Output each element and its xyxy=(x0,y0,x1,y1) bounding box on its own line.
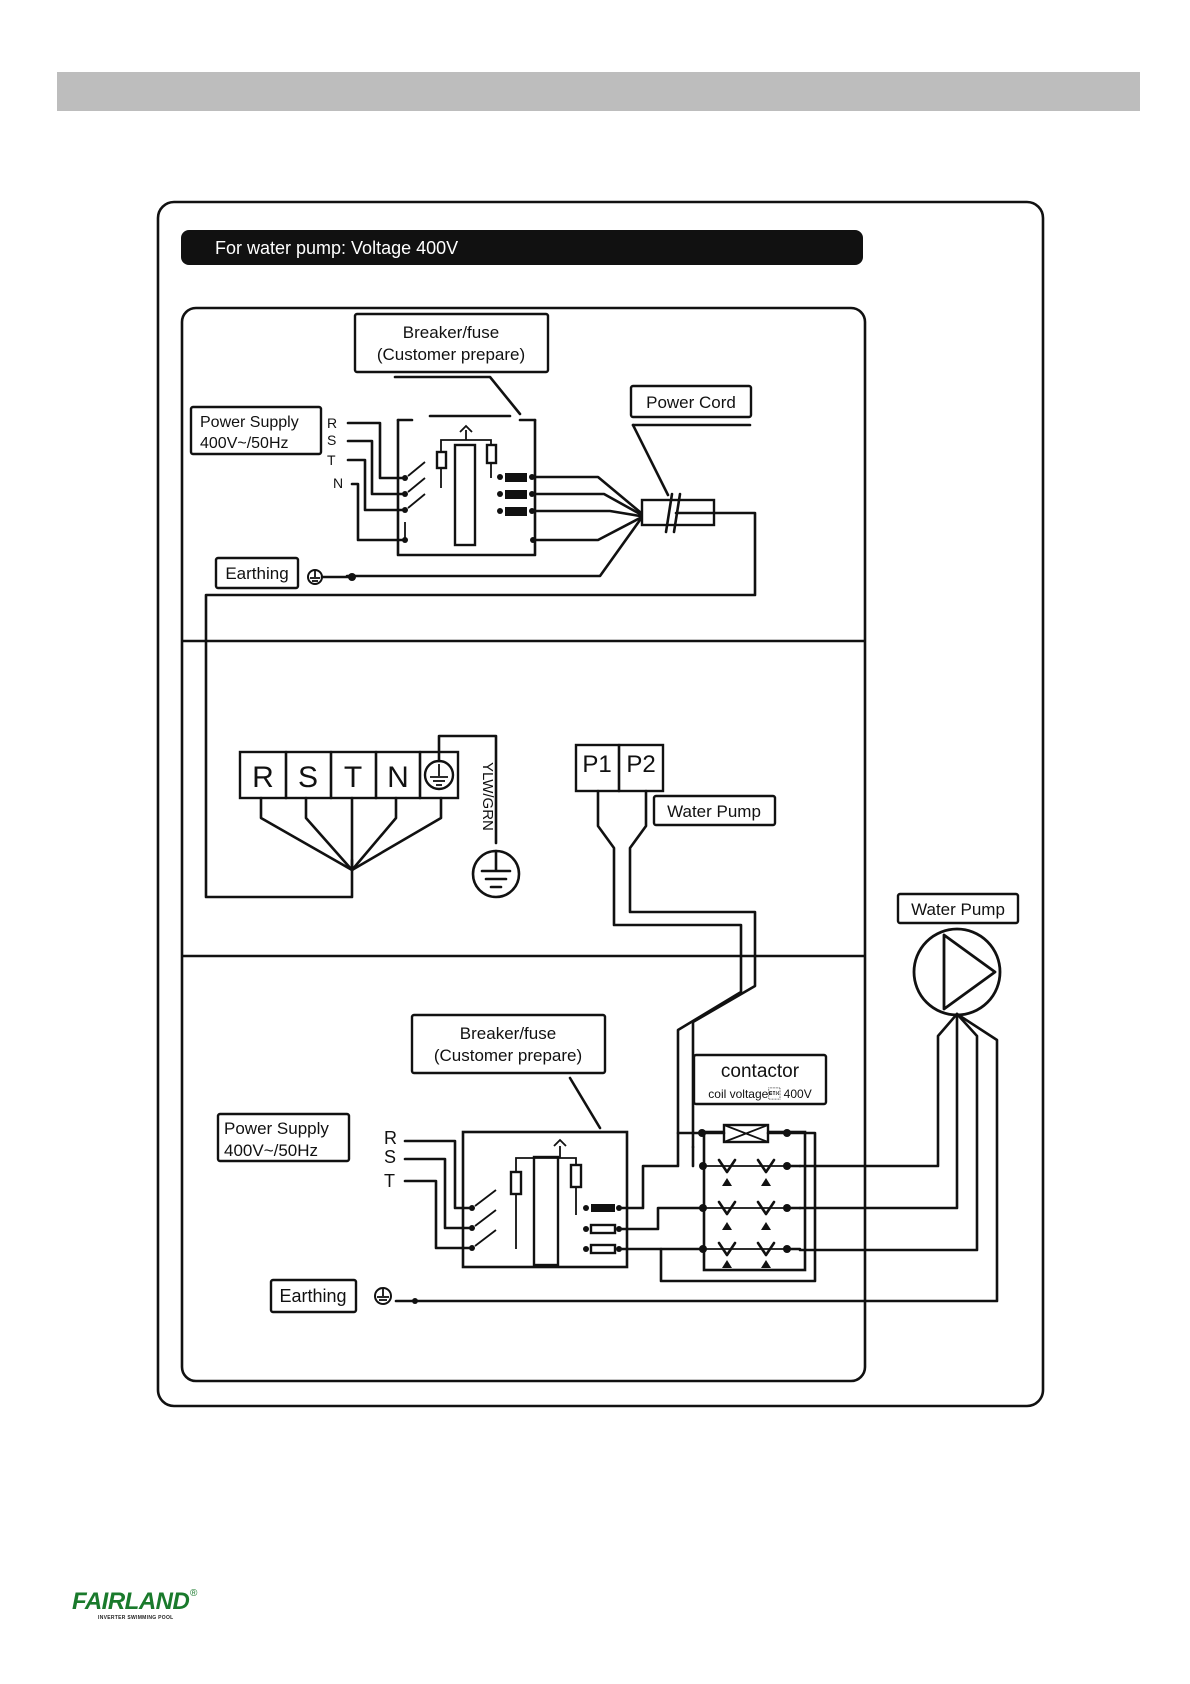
bottom-phase-t: T xyxy=(384,1171,395,1191)
svg-text:coil voltage 400V: coil voltage 400V xyxy=(708,1087,811,1101)
top-power-supply-label: Power Supply 400V~/50Hz xyxy=(191,407,321,454)
svg-text:contactor: contactor xyxy=(721,1061,800,1082)
top-earthing-label: Earthing xyxy=(216,558,298,588)
top-phase-r: R xyxy=(327,415,337,431)
svg-text:Water Pump: Water Pump xyxy=(911,900,1005,919)
svg-text:Breaker/fuse: Breaker/fuse xyxy=(403,323,499,342)
top-phase-s: S xyxy=(327,432,336,448)
bottom-breaker-label: Breaker/fuse (Customer prepare) xyxy=(412,1015,605,1073)
bottom-power-supply-label: Power Supply 400V~/50Hz xyxy=(218,1114,349,1161)
power-cord-label: Power Cord xyxy=(631,386,751,417)
top-breaker xyxy=(398,416,536,555)
terminal-r: R xyxy=(252,761,274,794)
svg-text:(Customer prepare): (Customer prepare) xyxy=(434,1046,582,1065)
top-phase-t: T xyxy=(327,452,336,468)
section-title-bar: For water pump: Voltage 400V xyxy=(181,230,863,265)
svg-text:Power Supply: Power Supply xyxy=(200,414,299,431)
bottom-earth-symbol xyxy=(375,1288,418,1304)
bottom-phase-s: S xyxy=(384,1147,396,1167)
svg-text:Water Pump: Water Pump xyxy=(667,802,761,821)
top-phase-n: N xyxy=(333,475,343,491)
pump-terminal-block: P1 P2 xyxy=(576,745,663,791)
brand-logo: FAIRLAND ® INVERTER SWIMMING POOL xyxy=(72,1590,212,1624)
top-earth-symbol xyxy=(308,570,356,584)
earth-wire-label: YLW/GRN xyxy=(479,762,496,831)
bottom-phase-r: R xyxy=(384,1128,397,1148)
right-water-pump-label: Water Pump xyxy=(898,894,1018,923)
svg-text:400V~/50Hz: 400V~/50Hz xyxy=(200,435,289,452)
bottom-earthing-label: Earthing xyxy=(271,1280,356,1312)
terminal-n: N xyxy=(387,761,409,794)
contactor-label: contactor coil voltage 400V xyxy=(694,1055,826,1104)
svg-text:(Customer prepare): (Customer prepare) xyxy=(377,345,525,364)
brand-tagline: INVERTER SWIMMING POOL xyxy=(98,1615,174,1621)
terminal-t: T xyxy=(344,761,362,794)
water-pump-icon xyxy=(914,929,1000,1015)
inner-panel xyxy=(182,308,865,1381)
middle-water-pump-label: Water Pump xyxy=(654,796,775,825)
svg-text:Earthing: Earthing xyxy=(225,564,288,583)
section-title: For water pump: Voltage 400V xyxy=(215,238,458,258)
terminal-p1: P1 xyxy=(582,751,611,778)
terminal-s: S xyxy=(298,761,318,794)
svg-text:400V~/50Hz: 400V~/50Hz xyxy=(224,1141,318,1160)
ground-symbol xyxy=(473,851,519,897)
registered-mark: ® xyxy=(190,1588,197,1599)
terminal-p2: P2 xyxy=(626,751,655,778)
svg-text:Power Supply: Power Supply xyxy=(224,1119,329,1138)
brand-name: FAIRLAND xyxy=(72,1590,189,1614)
bottom-breaker xyxy=(463,1132,627,1267)
svg-text:Breaker/fuse: Breaker/fuse xyxy=(460,1024,556,1043)
svg-text:Earthing: Earthing xyxy=(279,1286,346,1306)
top-breaker-label: Breaker/fuse (Customer prepare) xyxy=(355,314,548,372)
main-terminal-block: R S T N xyxy=(240,752,458,798)
svg-text:Power Cord: Power Cord xyxy=(646,393,736,412)
